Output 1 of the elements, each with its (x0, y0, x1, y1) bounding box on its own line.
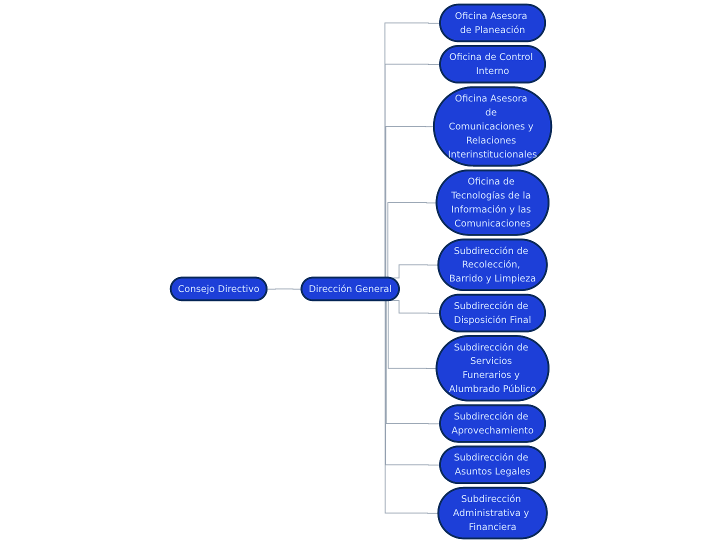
connector (266, 288, 302, 290)
